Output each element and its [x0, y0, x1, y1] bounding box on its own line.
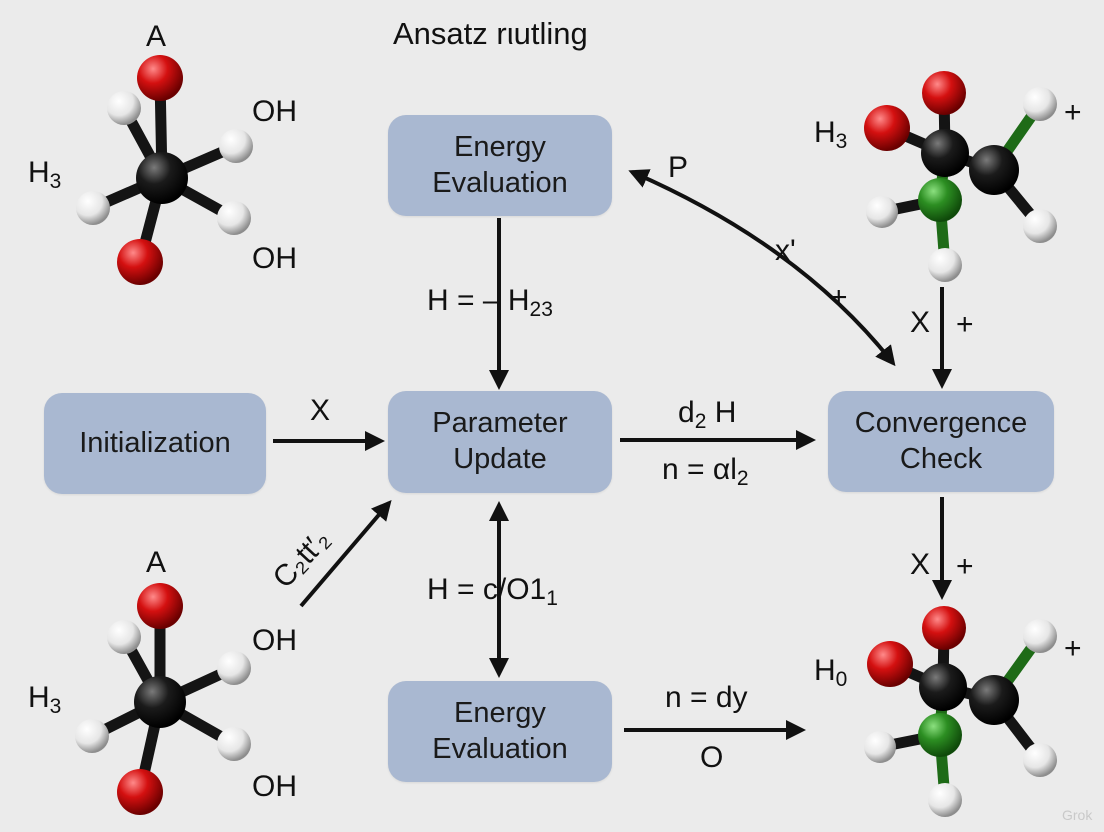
- label-subscript: 1: [546, 586, 558, 610]
- label-main: H: [814, 116, 836, 149]
- hydrogen-atom: [1023, 87, 1057, 121]
- nitrogen-atom: [918, 713, 962, 757]
- edge-label-plus: +: [830, 281, 848, 314]
- hydrogen-atom: [866, 196, 898, 228]
- edge-label-hamiltonian-bottom: H = c/O11: [427, 575, 558, 609]
- edge-label-x-prime: x': [775, 234, 796, 267]
- molecule-label-oh: OH: [252, 624, 297, 657]
- nitrogen-atom: [918, 178, 962, 222]
- label-main: H = – H: [427, 284, 530, 317]
- label-main: H = c/O1: [427, 573, 547, 606]
- label-main: H: [28, 156, 50, 189]
- arrow-diagonal-lower: [299, 499, 392, 608]
- label-subscript: 3: [835, 129, 848, 153]
- hydrogen-atom: [1023, 743, 1057, 777]
- label-subscript: 2: [736, 466, 749, 490]
- oxygen-atom: [867, 641, 913, 687]
- hydrogen-atom: [219, 129, 253, 163]
- carbon-atom: [921, 129, 969, 177]
- edge-label-right-bottom-plus: +: [956, 550, 974, 583]
- label-subscript: 3: [49, 694, 62, 718]
- oxygen-atom: [117, 239, 163, 285]
- node-line: Parameter: [432, 407, 568, 440]
- label-subscript: 3: [49, 169, 62, 193]
- hydrogen-atom: [217, 201, 251, 235]
- molecule-label-plus: +: [1064, 632, 1082, 665]
- oxygen-atom: [117, 769, 163, 815]
- oxygen-atom: [864, 105, 910, 151]
- molecule-label-plus: +: [1064, 96, 1082, 129]
- molecule-label-oh: OH: [252, 770, 297, 803]
- molecule-top-left: [76, 55, 253, 285]
- molecule-label-a: A: [146, 546, 167, 579]
- label-main: n = αl: [662, 453, 737, 486]
- oxygen-atom: [137, 55, 183, 101]
- hydrogen-atom: [107, 620, 141, 654]
- hydrogen-atom: [217, 727, 251, 761]
- edge-label-right-top-x: X: [910, 306, 931, 339]
- hydrogen-atom: [76, 191, 110, 225]
- edge-label-hamiltonian-top: H = – H23: [427, 286, 553, 320]
- node-initialization[interactable]: Initialization: [44, 393, 266, 494]
- carbon-atom: [969, 675, 1019, 725]
- molecule-label-oh: OH: [252, 95, 297, 128]
- hydrogen-atom: [217, 651, 251, 685]
- edge-label-p: P: [668, 151, 689, 184]
- molecule-bottom-left: [75, 583, 251, 815]
- label-main: d: [678, 396, 695, 429]
- label-main: H: [814, 654, 836, 687]
- node-line: Check: [899, 442, 983, 475]
- oxygen-atom: [137, 583, 183, 629]
- molecule-label-h3: H3: [814, 118, 847, 152]
- edge-label-right-top-plus: +: [956, 308, 974, 341]
- edge-label-right-bottom-x: X: [910, 548, 931, 581]
- node-line: Energy: [454, 130, 546, 163]
- label-subscript: 23: [529, 297, 553, 321]
- hydrogen-atom: [928, 783, 962, 817]
- hydrogen-atom: [864, 731, 896, 763]
- molecule-label-a: A: [146, 20, 167, 53]
- hydrogen-atom: [928, 248, 962, 282]
- edge-label-o: O: [700, 741, 724, 774]
- hydrogen-atom: [107, 91, 141, 125]
- molecule-label-h3: H3: [28, 158, 61, 192]
- arrow-convergence-energy-curved: [628, 169, 896, 367]
- edge-label-n-alpha: n = αl2: [662, 455, 749, 489]
- carbon-atom: [969, 145, 1019, 195]
- edge-label-d2h: d2 H: [678, 398, 736, 432]
- label-rest: H: [706, 396, 737, 429]
- node-line: Convergence: [854, 406, 1028, 439]
- label-subscript: 0: [835, 667, 848, 691]
- edge-label-init-x: X: [310, 394, 331, 427]
- carbon-atom: [919, 663, 967, 711]
- label-subscript: 2: [694, 409, 707, 433]
- node-line: Update: [453, 443, 547, 475]
- carbon-atom: [134, 676, 186, 728]
- molecule-label-oh: OH: [252, 242, 297, 275]
- hydrogen-atom: [1023, 619, 1057, 653]
- label-main: H: [28, 681, 50, 714]
- oxygen-atom: [922, 71, 966, 115]
- watermark: Grok: [1062, 807, 1093, 823]
- molecule-label-h0: H0: [814, 656, 847, 690]
- node-line: Energy: [454, 696, 546, 729]
- molecule-label-h3: H3: [28, 683, 61, 717]
- oxygen-atom: [922, 606, 966, 650]
- edge-label-n-dy: n = dy: [665, 681, 748, 714]
- molecule-top-right: [864, 71, 1057, 282]
- diagram-title: Ansatz rιutling: [393, 16, 588, 51]
- hydrogen-atom: [1023, 209, 1057, 243]
- node-line: Evaluation: [432, 732, 568, 765]
- hydrogen-atom: [75, 719, 109, 753]
- carbon-atom: [136, 152, 188, 204]
- node-line: Initialization: [79, 426, 231, 459]
- node-line: Evaluation: [432, 166, 568, 199]
- molecule-bottom-right: [864, 606, 1057, 817]
